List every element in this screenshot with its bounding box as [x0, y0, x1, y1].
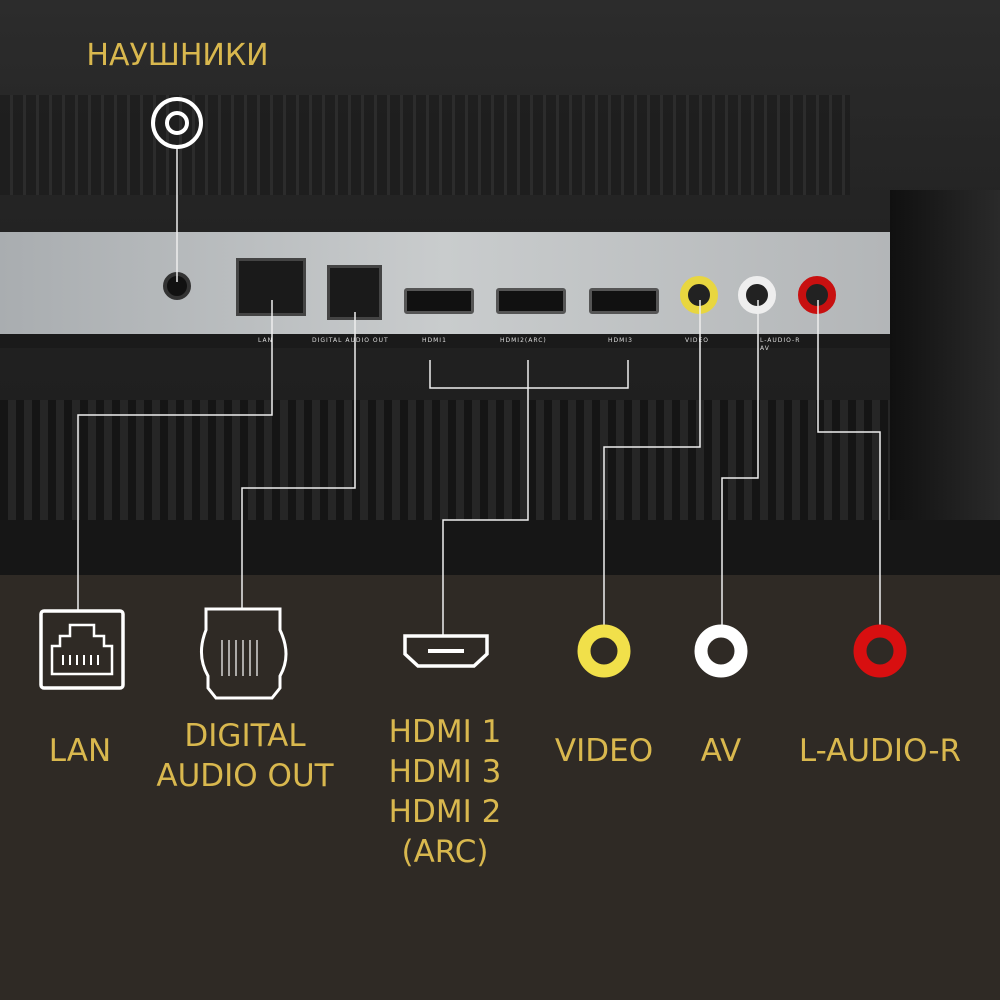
- panel-label-hdmi2: HDMI2(ARC): [500, 337, 547, 344]
- video-rca-icon: [577, 624, 631, 678]
- audio-label: L-AUDIO-R: [798, 733, 962, 769]
- port-label-strip: [0, 334, 890, 348]
- hdmi-label-line2: HDMI 3: [388, 754, 502, 790]
- hdmi-icon: [403, 634, 489, 668]
- panel-label-hdmi1: HDMI1: [422, 337, 447, 344]
- hdmi3-port: [589, 288, 659, 314]
- bezel: [0, 520, 1000, 575]
- video-label: VIDEO: [554, 733, 654, 769]
- hdmi-label-line1: HDMI 1: [388, 714, 502, 750]
- panel-label-hdmi3: HDMI3: [608, 337, 633, 344]
- audio-rca-icon: [853, 624, 907, 678]
- audio-r-rca-port: [798, 276, 836, 314]
- hdmi-label-line4: (ARC): [401, 834, 489, 870]
- hdmi1-port: [404, 288, 474, 314]
- hdmi-label: HDMI 1 HDMI 3 HDMI 2 (ARC): [370, 712, 520, 872]
- panel-label-audio: L-AUDIO-R: [760, 337, 801, 344]
- hdmi2-port: [496, 288, 566, 314]
- panel-label-av: AV: [760, 345, 770, 352]
- lan-label: LAN: [48, 733, 112, 769]
- optical-audio-icon: [200, 607, 288, 700]
- av-label: AV: [700, 733, 742, 769]
- headphones-label: НАУШНИКИ: [86, 38, 269, 73]
- digital-audio-label: DIGITAL AUDIO OUT: [140, 716, 350, 796]
- hdmi-label-line3: HDMI 2: [388, 794, 502, 830]
- optical-port: [327, 265, 382, 320]
- av-rca-icon: [694, 624, 748, 678]
- lan-icon: [39, 609, 125, 690]
- side-housing: [890, 190, 1000, 520]
- vent-grille: [0, 95, 850, 195]
- lan-port: [236, 258, 306, 316]
- panel-label-digital: DIGITAL AUDIO OUT: [312, 337, 389, 344]
- digital-audio-label-line1: DIGITAL: [184, 718, 306, 754]
- tv-rear-photo: LAN DIGITAL AUDIO OUT HDMI1 HDMI2(ARC) H…: [0, 0, 1000, 575]
- video-rca-port: [680, 276, 718, 314]
- panel-label-lan: LAN: [258, 337, 274, 344]
- audio-l-rca-port: [738, 276, 776, 314]
- panel-label-video: VIDEO: [685, 337, 710, 344]
- lower-vent: [0, 400, 1000, 520]
- headphone-jack: [163, 272, 191, 300]
- headphone-jack-icon: [151, 97, 203, 149]
- digital-audio-label-line2: AUDIO OUT: [156, 758, 334, 794]
